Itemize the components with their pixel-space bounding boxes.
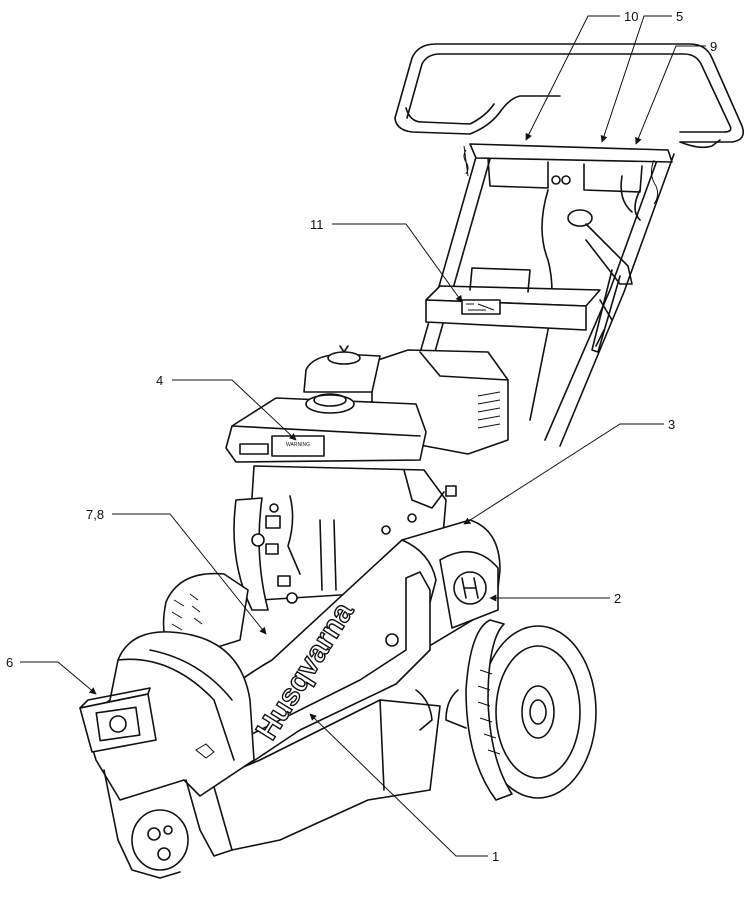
leader-9 — [635, 45, 706, 145]
husqvarna-logo-mark — [453, 571, 487, 605]
cutter-guard — [79, 631, 255, 879]
leader-78 — [112, 513, 267, 635]
leader-4 — [172, 379, 297, 441]
leader-6 — [20, 661, 97, 695]
callout-1: 1 — [492, 849, 499, 864]
cutter-boom: Husqvarna — [185, 519, 501, 851]
callout-9: 9 — [710, 39, 717, 54]
handle-frame — [397, 143, 675, 447]
warning-decal-4 — [271, 435, 325, 457]
warning-decal-text: WARNING — [286, 442, 310, 448]
callout-6: 6 — [6, 655, 13, 670]
handlebar — [394, 43, 745, 149]
leader-1 — [309, 713, 488, 857]
leader-3 — [463, 423, 664, 525]
callout-4: 4 — [156, 373, 163, 388]
leader-5 — [600, 15, 672, 143]
callout-leaders — [20, 15, 706, 857]
callout-5: 5 — [676, 9, 683, 24]
decal-11 — [461, 299, 501, 315]
leader-11 — [332, 223, 463, 303]
callout-7-8: 7,8 — [86, 507, 104, 522]
crossbar — [425, 267, 601, 331]
callout-labels: 10 5 9 11 4 3 7,8 2 6 1 — [6, 9, 717, 864]
callout-2: 2 — [614, 591, 621, 606]
callout-3: 3 — [668, 417, 675, 432]
leader-10 — [525, 15, 620, 141]
rear-wheel-right — [445, 619, 597, 801]
callout-10: 10 — [624, 9, 638, 24]
callout-11: 11 — [310, 217, 324, 232]
